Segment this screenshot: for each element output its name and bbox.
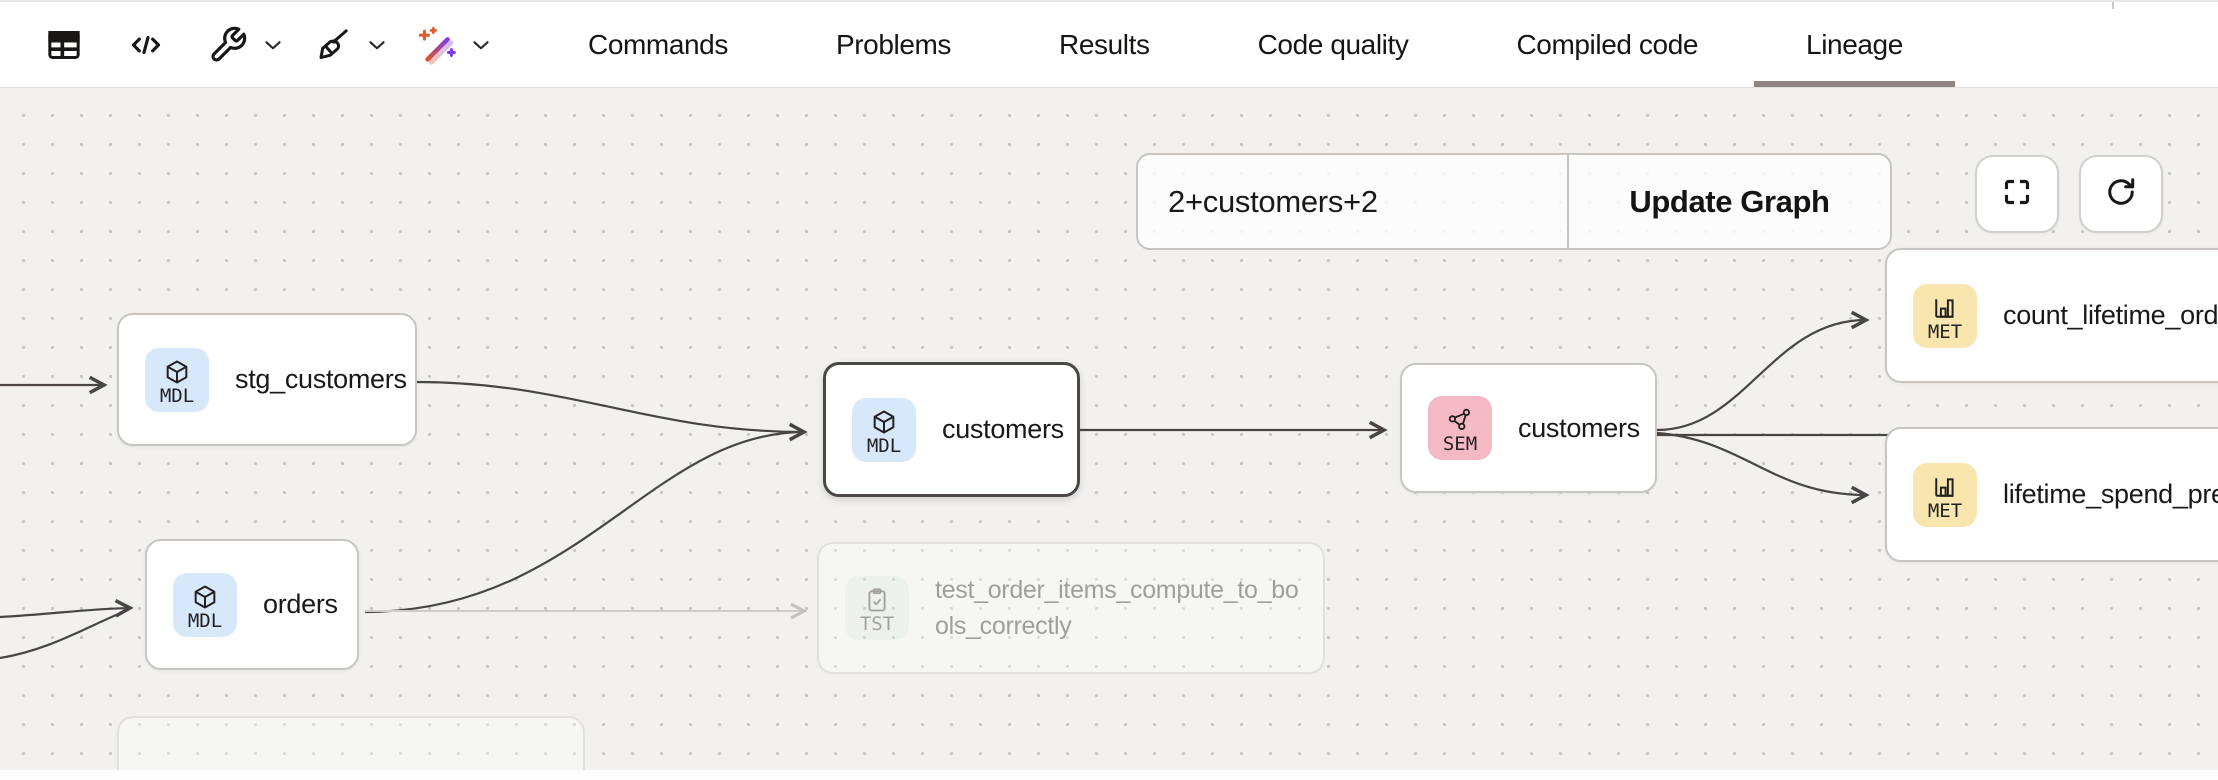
- node-label: customers: [1518, 412, 1640, 443]
- node-customers-semantic[interactable]: SEM customers: [1400, 363, 1657, 493]
- tab-code-quality[interactable]: Code quality: [1257, 28, 1409, 60]
- network-icon: [1448, 408, 1471, 431]
- test-badge: TST: [845, 576, 909, 640]
- node-label: test_order_items_compute_to_bools_correc…: [935, 575, 1299, 640]
- graph-filter-input[interactable]: [1138, 155, 1567, 248]
- top-bar: Commands Problems Results Code quality C…: [0, 0, 2218, 88]
- magic-wand-icon: [415, 24, 457, 66]
- node-lifetime-spend-pretax[interactable]: MET lifetime_spend_pretax: [1885, 427, 2218, 562]
- fullscreen-button[interactable]: [1975, 155, 2059, 233]
- cube-icon: [166, 360, 188, 383]
- ai-dropdown-chevron-icon[interactable]: [464, 15, 498, 75]
- code-icon: [126, 25, 166, 65]
- metric-badge: MET: [1913, 462, 1977, 527]
- run-tools-button[interactable]: [200, 15, 256, 75]
- node-label: customers: [942, 414, 1064, 444]
- node-label: count_lifetime_orders: [2003, 300, 2218, 330]
- node-count-lifetime-orders[interactable]: MET count_lifetime_orders: [1885, 248, 2218, 383]
- fullscreen-icon: [1999, 174, 2035, 215]
- node-customers-model[interactable]: MDL customers: [823, 362, 1080, 497]
- metric-badge: MET: [1913, 283, 1977, 348]
- tab-commands[interactable]: Commands: [588, 28, 728, 60]
- cube-icon: [873, 410, 895, 433]
- code-button[interactable]: [118, 15, 174, 75]
- tab-compiled-code[interactable]: Compiled code: [1516, 28, 1699, 60]
- model-badge: MDL: [145, 347, 209, 412]
- refresh-icon: [2103, 174, 2139, 215]
- lineage-edges: [0, 310, 1900, 660]
- edge-orders-to-customers: [364, 430, 803, 614]
- graph-filter-panel: Update Graph: [1136, 153, 1892, 250]
- tab-problems[interactable]: Problems: [835, 28, 952, 60]
- edge-stg-customers-to-customers: [416, 380, 808, 442]
- semantic-badge: SEM: [1428, 396, 1492, 460]
- editor-toolbar: [0, 15, 512, 75]
- node-test-order-items[interactable]: TST test_order_items_compute_to_bools_co…: [817, 542, 1325, 674]
- editor-tabs: Commands Problems Results Code quality C…: [588, 2, 1955, 87]
- tab-lineage[interactable]: Lineage: [1754, 2, 1955, 87]
- edge-semantic-to-lifetime-spend-pretax: [1656, 431, 1870, 505]
- model-badge: MDL: [852, 397, 916, 462]
- table-icon: [44, 25, 84, 65]
- node-label: orders: [263, 589, 338, 619]
- broom-dropdown-chevron-icon[interactable]: [360, 15, 394, 75]
- wrench-dropdown-chevron-icon[interactable]: [256, 15, 290, 75]
- panel-divider: [1567, 155, 1569, 248]
- edge-left-b-to-orders: [0, 608, 129, 660]
- pane-divider-tick: [2112, 2, 2114, 9]
- refresh-button[interactable]: [2079, 155, 2163, 233]
- tab-results[interactable]: Results: [1059, 28, 1150, 60]
- update-graph-button[interactable]: Update Graph: [1569, 155, 1890, 248]
- wrench-icon: [208, 25, 248, 65]
- cleanup-button[interactable]: [304, 15, 360, 75]
- bottom-strip: [0, 770, 2218, 780]
- bar-chart-icon: [1935, 298, 1954, 318]
- node-label: stg_customers: [235, 364, 407, 394]
- broom-icon: [312, 25, 352, 65]
- node-stg-customers[interactable]: MDL stg_customers: [117, 313, 417, 446]
- model-badge: MDL: [173, 572, 237, 637]
- node-orders[interactable]: MDL orders: [145, 539, 359, 670]
- cube-icon: [194, 585, 216, 608]
- bar-chart-icon: [1935, 477, 1954, 497]
- table-button[interactable]: [36, 15, 92, 75]
- node-label: lifetime_spend_pretax: [2003, 479, 2218, 509]
- ai-assist-button[interactable]: [408, 15, 464, 75]
- clipboard-check-icon: [868, 588, 886, 612]
- edge-semantic-to-count-lifetime-orders: [1656, 310, 1870, 432]
- edge-left-a-to-orders: [0, 599, 134, 619]
- node-partial-bottom-test[interactable]: [117, 716, 585, 770]
- lineage-canvas[interactable]: MDL stg_customers MDL orders MDL custome…: [0, 88, 2218, 770]
